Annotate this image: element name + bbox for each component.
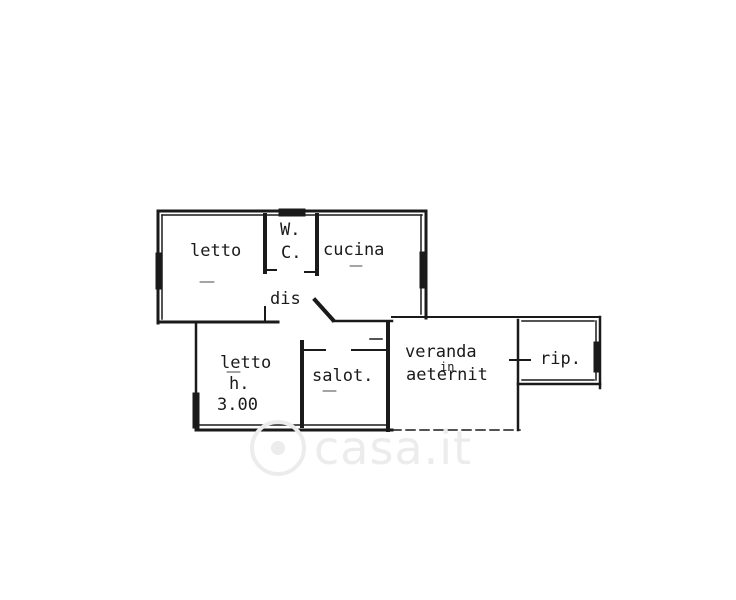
room-label-wc-c: C. bbox=[281, 243, 302, 263]
room-label-letto-2: letto bbox=[220, 353, 272, 373]
room-label-aeternit: aeternit bbox=[406, 365, 488, 385]
room-label-letto-2-h: h. bbox=[229, 374, 250, 394]
watermark-text: casa.it bbox=[314, 421, 473, 475]
room-label-veranda-in: in bbox=[440, 360, 455, 374]
room-label-salot: salot. bbox=[312, 366, 374, 386]
room-label-letto: letto bbox=[190, 241, 242, 261]
room-label-cucina: cucina bbox=[323, 240, 385, 260]
room-label-dis: dis bbox=[270, 289, 301, 309]
room-label-letto-2-height: 3.00 bbox=[217, 395, 258, 415]
watermark: casa.it bbox=[250, 420, 472, 476]
wall-dis-diag bbox=[312, 297, 336, 323]
room-label-wc-w: W. bbox=[280, 220, 301, 240]
casa-logo-icon bbox=[250, 420, 306, 476]
room-label-veranda: veranda bbox=[405, 342, 477, 362]
room-label-rip: rip. bbox=[540, 349, 581, 369]
